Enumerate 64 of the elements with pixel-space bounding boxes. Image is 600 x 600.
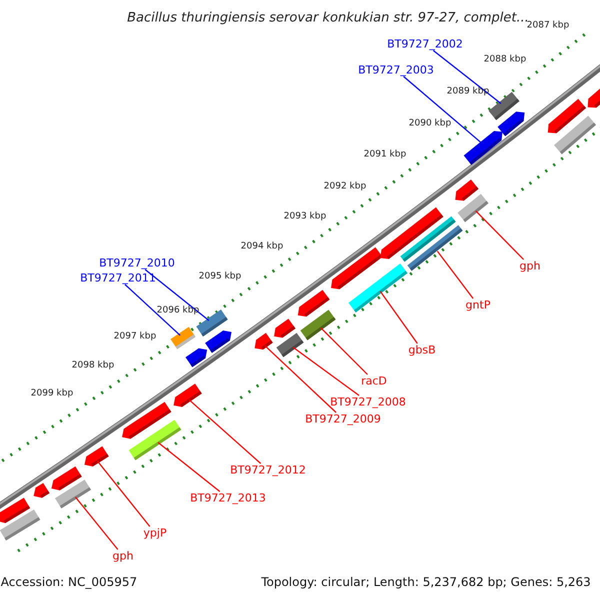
scale-label: 2090 kbp xyxy=(408,120,452,128)
gene-label: BT9727_2008 xyxy=(330,396,406,408)
gene-block xyxy=(588,88,600,108)
leader-line xyxy=(144,269,210,321)
gene-block xyxy=(128,420,182,460)
gene-label: gph xyxy=(520,260,540,272)
gene-block xyxy=(455,180,478,201)
leader-line xyxy=(188,399,262,464)
scale-label: 2092 kbp xyxy=(324,182,366,192)
leader-line xyxy=(432,50,502,104)
leader-line xyxy=(380,290,418,344)
diagram-title: Bacillus thuringiensis serovar konkukian str. 97-27, complet... xyxy=(127,12,529,24)
leader-line xyxy=(292,346,360,396)
gene-block xyxy=(300,310,336,340)
footer-text: Accession: NC_005957 xyxy=(0,576,138,588)
gene-label: gbsB xyxy=(408,344,436,356)
gene-label: gph xyxy=(112,550,134,562)
leader-line xyxy=(97,460,150,527)
gene-block xyxy=(498,112,525,136)
gene-label: BT9727_2009 xyxy=(305,414,381,424)
gene-label: BT9727_2002 xyxy=(387,38,463,50)
gene-block xyxy=(464,130,502,165)
gene-block xyxy=(407,225,463,271)
scale-label: 2099 kbp xyxy=(30,390,74,398)
gene-block xyxy=(34,482,50,498)
leader-line xyxy=(475,210,524,260)
gene-label: ypjP xyxy=(143,528,167,538)
scale-label: 2087 kbp xyxy=(526,22,570,30)
scale-label: 2093 kbp xyxy=(284,212,326,222)
gene-block xyxy=(254,332,273,350)
scale-label: 2091 kbp xyxy=(364,150,406,160)
gene-label: BT9727_2013 xyxy=(190,492,266,504)
scale-label: 2088 kbp xyxy=(484,56,526,64)
leader-line xyxy=(436,250,474,299)
leader-line xyxy=(75,496,118,550)
footer-text: Topology: circular; Length: 5,237,682 bp; Genes: 5,263 xyxy=(261,576,591,588)
scale-label: 2098 kbp xyxy=(72,362,114,370)
gene-block xyxy=(348,264,408,312)
leader-line xyxy=(403,76,482,144)
gene-label: racD xyxy=(361,376,387,386)
gene-block xyxy=(186,348,208,368)
gene-label: BT9727_2012 xyxy=(230,464,306,476)
gene-label: gntP xyxy=(466,300,490,310)
gene-block xyxy=(0,509,40,541)
gene-block xyxy=(174,384,202,408)
scale-label: 2094 kbp xyxy=(240,242,284,252)
gene-block xyxy=(298,290,330,317)
gene-block xyxy=(458,194,488,222)
gene-label: BT9727_2011 xyxy=(80,272,156,284)
gene-block xyxy=(274,318,296,338)
gene-label: BT9727_2010 xyxy=(99,258,175,268)
leader-line xyxy=(158,442,220,492)
scale-label: 2095 kbp xyxy=(198,272,242,282)
gene-block xyxy=(554,116,596,154)
leader-line xyxy=(264,345,336,413)
leader-line xyxy=(124,284,180,336)
scale-label: 2097 kbp xyxy=(114,332,156,342)
leader-line xyxy=(320,327,368,375)
gene-label: BT9727_2003 xyxy=(358,64,434,76)
gene-block xyxy=(55,480,91,508)
gene-block xyxy=(205,330,232,353)
gene-block xyxy=(276,332,304,358)
gene-block xyxy=(170,326,196,350)
gene-block xyxy=(84,446,109,467)
